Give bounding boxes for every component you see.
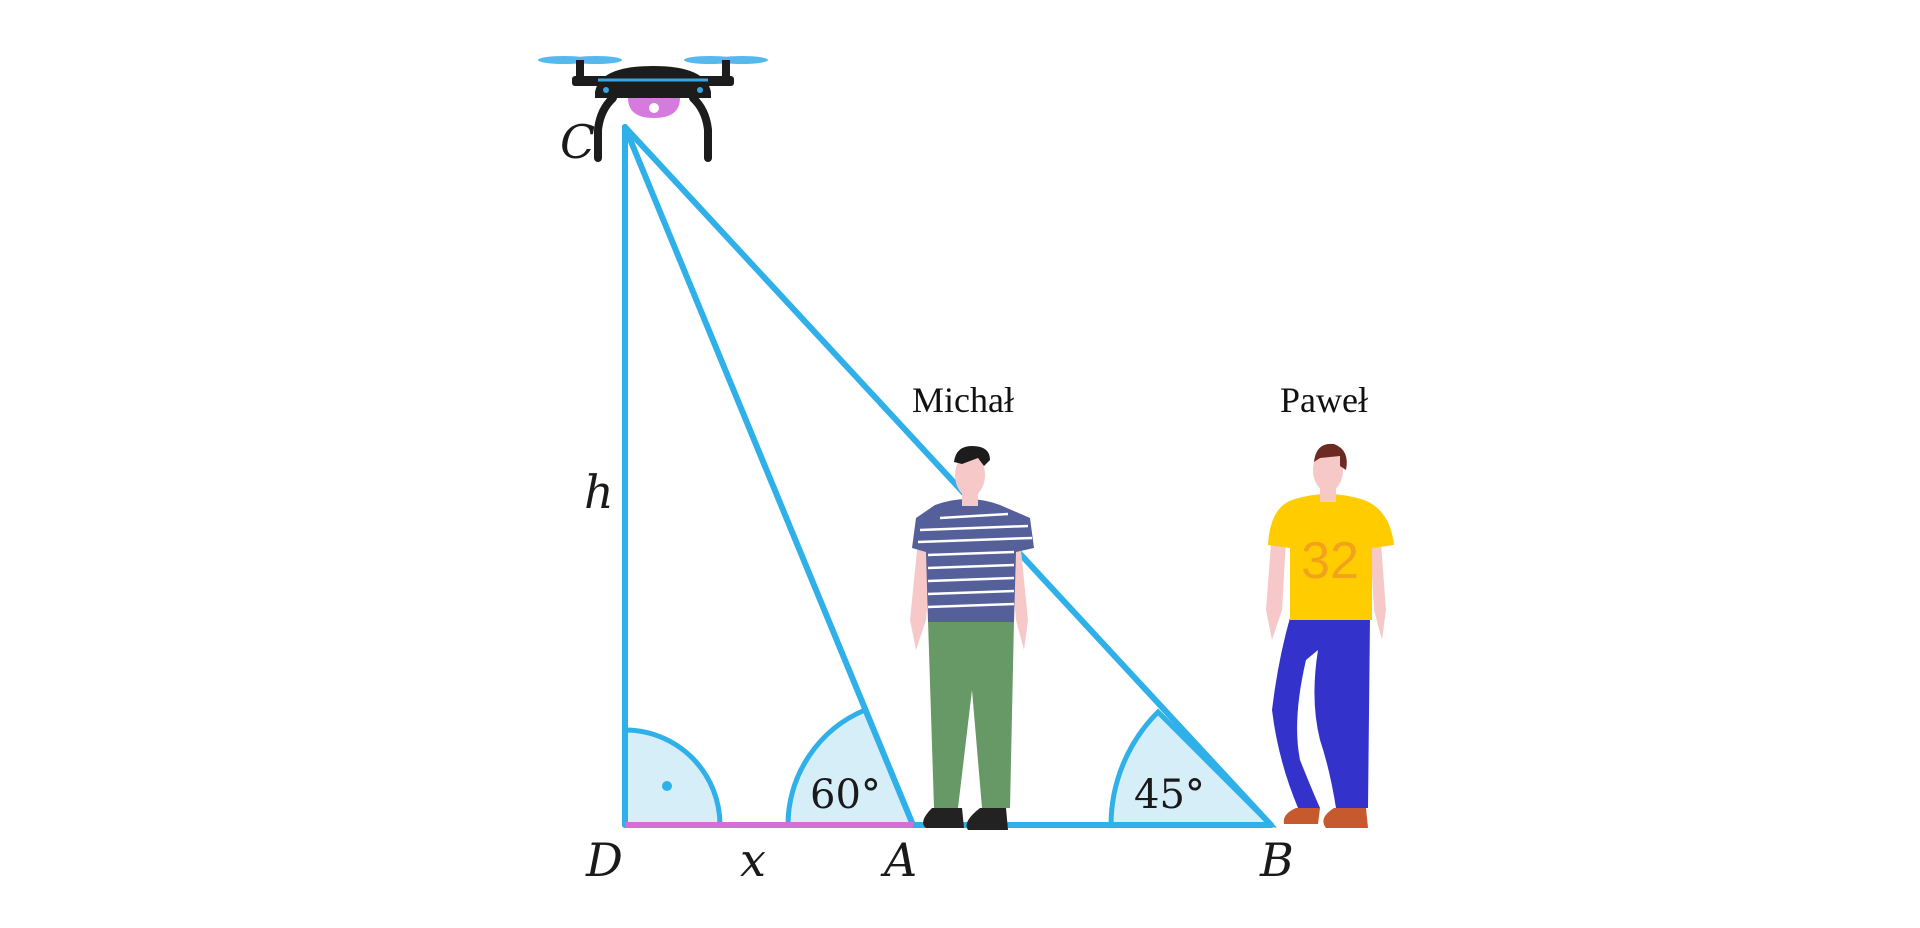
angle-A-sector bbox=[785, 706, 917, 828]
person-michal bbox=[910, 446, 1034, 830]
angle-B-label: 45° bbox=[1134, 772, 1205, 818]
jersey-number: 32 bbox=[1301, 532, 1359, 590]
right-angle-dot bbox=[662, 781, 672, 791]
pawel-yellow-shirt bbox=[1268, 494, 1394, 620]
person-pawel: 32 bbox=[1266, 443, 1394, 828]
segment-DA-label: x bbox=[740, 833, 766, 887]
vertex-A-label: A bbox=[880, 833, 917, 887]
segment-CA bbox=[622, 124, 916, 828]
angle-B-sector bbox=[1108, 708, 1278, 828]
right-angle-D bbox=[622, 727, 723, 828]
height-label: h bbox=[584, 465, 614, 519]
segment-CB bbox=[622, 124, 1274, 828]
angle-A-label: 60° bbox=[810, 772, 881, 818]
name-michal: Michał bbox=[912, 380, 1014, 420]
vertex-C-label: C bbox=[560, 115, 595, 169]
triangle-lines bbox=[622, 124, 1274, 828]
vertex-B-label: B bbox=[1259, 833, 1294, 887]
drone-icon bbox=[538, 56, 768, 162]
name-pawel: Paweł bbox=[1280, 380, 1368, 420]
vertex-D-label: D bbox=[585, 833, 623, 887]
